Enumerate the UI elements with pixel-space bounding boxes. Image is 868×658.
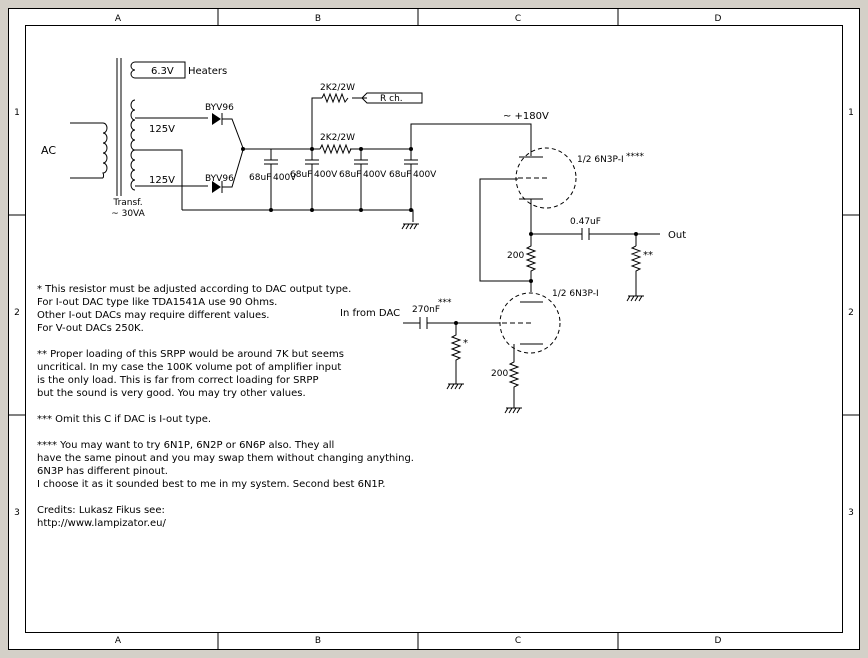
grid-return-wire <box>479 178 531 282</box>
input-cap-note: *** <box>438 298 452 308</box>
input-cap-label: 270nF <box>412 305 440 315</box>
out-label: Out <box>668 230 686 241</box>
cathode-resistor-label: 200 <box>491 369 508 379</box>
load-resistor <box>630 245 642 296</box>
transformer-label: Transf. <box>112 198 142 208</box>
note-line: **** You may want to try 6N1P, 6N2P or 6… <box>37 440 334 451</box>
row-label-left: 1 <box>14 108 20 118</box>
cap-4-voltage: 400V <box>413 170 437 180</box>
cap-2-value: 68uF <box>290 170 312 180</box>
tube-top-label: 1/2 6N3P-I <box>577 155 624 165</box>
inner-border <box>25 25 843 633</box>
note-line: I choose it as it sounded best to me in … <box>37 479 385 490</box>
outer-border <box>8 8 860 650</box>
border-labels: A B C D A B C D 1 2 3 1 2 3 <box>14 14 854 646</box>
sheet-background <box>8 8 860 650</box>
row-label-right: 1 <box>848 108 854 118</box>
note-line: Other I-out DACs may require different v… <box>37 310 269 321</box>
diode-top-label: BYV96 <box>205 103 234 113</box>
tube-top-note: **** <box>626 152 645 162</box>
cap-3-voltage: 400V <box>363 170 387 180</box>
col-label-bottom: D <box>715 636 722 646</box>
col-label-top: A <box>115 14 122 24</box>
transformer <box>70 58 208 210</box>
cap-3-value: 68uF <box>339 170 361 180</box>
note-line: have the same pinout and you may swap th… <box>37 453 414 464</box>
notes-block: * This resistor must be adjusted accordi… <box>37 284 414 529</box>
b-plus-wire <box>410 123 532 156</box>
col-label-bottom: B <box>315 636 321 646</box>
resistor-2-label: 2K2/2W <box>320 133 355 143</box>
input-label: In from DAC <box>340 308 400 319</box>
note-line: http://www.lampizator.eu/ <box>37 518 166 529</box>
secondary-bottom-label: 125V <box>149 175 175 186</box>
heaters-label: Heaters <box>188 66 227 77</box>
supply-label: ~ +180V <box>503 111 549 122</box>
row-label-right: 2 <box>848 308 854 318</box>
resistor-r-ch <box>321 92 349 104</box>
diode-bottom <box>212 149 244 193</box>
col-label-top: B <box>315 14 321 24</box>
note-line: For V-out DACs 250K. <box>37 323 144 334</box>
diode-top <box>212 113 244 149</box>
note-line: but the sound is very good. You may try … <box>37 388 306 399</box>
col-label-top: D <box>715 14 722 24</box>
resistor-filter <box>319 143 352 155</box>
note-line: is the only load. This is far from corre… <box>37 375 318 386</box>
cap-1-value: 68uF <box>249 173 271 183</box>
grid-resistor-note: * <box>463 338 468 349</box>
col-label-bottom: A <box>115 636 122 646</box>
note-line: 6N3P has different pinout. <box>37 466 168 477</box>
mid-resistor <box>525 234 537 292</box>
note-line: ** Proper loading of this SRPP would be … <box>37 349 344 360</box>
resistor-1-label: 2K2/2W <box>320 83 355 93</box>
hv-rail <box>243 97 411 150</box>
col-label-top: C <box>515 14 521 24</box>
tube-top <box>515 147 577 234</box>
cap-4-value: 68uF <box>389 170 411 180</box>
cap-2-voltage: 400V <box>314 170 338 180</box>
filter-capacitors <box>264 149 418 210</box>
diode-bottom-label: BYV96 <box>205 174 234 184</box>
transformer-rating: ~ 30VA <box>111 209 145 219</box>
col-label-bottom: C <box>515 636 521 646</box>
load-note: ** <box>643 250 653 261</box>
r-channel-port <box>361 92 423 104</box>
cathode-resistor <box>508 357 520 408</box>
tube-bottom-label: 1/2 6N3P-I <box>552 289 599 299</box>
note-line: Credits: Lukasz Fikus see: <box>37 505 165 516</box>
note-line: For I-out DAC type like TDA1541A use 90 … <box>37 297 277 308</box>
note-line: *** Omit this C if DAC is I-out type. <box>37 414 211 425</box>
secondary-top-label: 125V <box>149 124 175 135</box>
note-line: uncritical. In my case the 100K volume p… <box>37 362 341 373</box>
row-label-left: 3 <box>14 508 20 518</box>
input-capacitor <box>419 317 428 329</box>
heater-voltage-label: 6.3V <box>151 66 174 77</box>
row-label-left: 2 <box>14 308 20 318</box>
r-channel-label: R ch. <box>380 94 403 104</box>
row-label-right: 3 <box>848 508 854 518</box>
coupling-capacitor <box>581 228 590 240</box>
border-dividers <box>9 9 859 649</box>
mid-resistor-label: 200 <box>507 251 524 261</box>
coupling-cap-label: 0.47uF <box>570 217 601 227</box>
ac-label: AC <box>41 144 56 157</box>
note-line: * This resistor must be adjusted accordi… <box>37 284 351 295</box>
grid-resistor <box>450 323 462 384</box>
cap-1-voltage: 400V <box>273 173 297 183</box>
